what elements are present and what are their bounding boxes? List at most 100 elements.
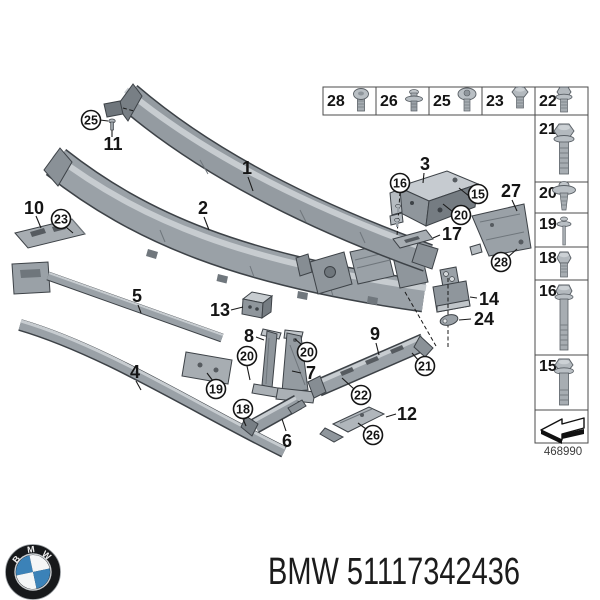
part-12-plate [319, 406, 386, 443]
part-27-gusset [469, 203, 532, 257]
pan-head-screw-icon [353, 88, 369, 112]
callout-11: 11 [103, 130, 123, 154]
direction-of-travel-arrow-icon [540, 417, 585, 444]
fastener-cell-26 [375, 86, 430, 116]
part-10-bracket [14, 218, 86, 249]
circle-label-18: 18 [236, 403, 250, 417]
footer: B M W BMW 51117342436 [5, 544, 520, 600]
part-9-rail [307, 333, 434, 399]
callouts: 1 2 3 4 5 6 7 8 [24, 130, 521, 451]
circled-callout-20-near-3: 20 [442, 203, 472, 226]
circle-label-19: 19 [209, 383, 223, 397]
circled-callout-15: 15 [458, 183, 489, 205]
circled-callout-20-near-8: 20 [236, 345, 258, 381]
part-label-24: 24 [474, 309, 494, 329]
callout-7: 7 [291, 363, 316, 383]
circle-label-28: 28 [494, 256, 508, 270]
callout-8: 8 [244, 326, 265, 346]
circled-callout-26: 26 [357, 422, 384, 446]
callout-27: 27 [501, 181, 521, 212]
part-label-9: 9 [370, 324, 380, 344]
callout-5: 5 [132, 286, 142, 314]
hex-flange-bolt-15-icon [554, 358, 574, 406]
hex-bolt-icon [556, 251, 572, 278]
expanding-rivet-icon [405, 89, 423, 112]
callout-24: 24 [458, 309, 494, 329]
hex-flange-bolt-icon [555, 86, 573, 113]
circle-label-16: 16 [393, 177, 407, 191]
washer-screw-icon [457, 87, 477, 112]
part-label-4: 4 [130, 362, 140, 382]
table-label-15: 15 [539, 358, 557, 375]
hex-flange-bolt-large-icon [553, 123, 575, 175]
part-5-rail [11, 261, 233, 385]
part-label-6: 6 [282, 431, 292, 451]
circled-callout-23: 23 [50, 208, 74, 234]
circled-callout-18: 18 [232, 398, 254, 427]
callout-1: 1 [242, 158, 254, 192]
part-2-absorber [43, 147, 427, 313]
part-label-5: 5 [132, 286, 142, 306]
circle-label-23: 23 [54, 213, 68, 227]
bmw-roundel-logo: B M W [5, 544, 61, 600]
circle-label-20b: 20 [240, 350, 254, 364]
callout-13: 13 [210, 300, 244, 320]
part-label-10: 10 [24, 198, 44, 218]
logo-letter-b: B [10, 553, 22, 565]
table-label-19: 19 [539, 216, 557, 233]
callout-6: 6 [281, 418, 292, 451]
part-label-3: 3 [420, 154, 430, 174]
part-17-rail-piece [392, 229, 434, 249]
part-label-8: 8 [244, 326, 254, 346]
callout-3: 3 [420, 154, 430, 184]
part-label-7: 7 [306, 363, 316, 383]
callout-9: 9 [370, 324, 380, 356]
washer-cone-screw-icon [552, 181, 576, 211]
circled-callout-19: 19 [205, 372, 227, 400]
circle-label-20a: 20 [454, 209, 468, 223]
table-label-22: 22 [539, 93, 557, 110]
part-14-wedge-bracket [404, 266, 471, 348]
part-label-12: 12 [397, 404, 417, 424]
table-label-23: 23 [486, 93, 504, 110]
logo-letter-m: M [27, 544, 36, 555]
table-label-16: 16 [539, 283, 557, 300]
parts-illustration [11, 83, 532, 458]
callout-12: 12 [385, 404, 417, 424]
part-label-13: 13 [210, 300, 230, 320]
circled-callout-21: 21 [411, 352, 436, 377]
circle-label-15: 15 [471, 188, 485, 202]
table-label-26: 26 [380, 93, 398, 110]
hex-bolt-short-icon [511, 86, 529, 109]
circle-label-22: 22 [354, 389, 368, 403]
part-label-17: 17 [442, 224, 462, 244]
part-label-14: 14 [479, 289, 499, 309]
callout-17: 17 [432, 224, 462, 244]
circled-callout-16: 16 [389, 172, 411, 194]
table-label-21: 21 [539, 121, 557, 138]
callout-4: 4 [130, 362, 142, 391]
callout-10: 10 [24, 198, 44, 229]
circle-label-21: 21 [418, 360, 432, 374]
part-24-clip [439, 314, 459, 326]
part-label-11: 11 [103, 134, 122, 154]
circled-callout-28: 28 [490, 248, 518, 273]
hex-bolt-long-icon [554, 284, 574, 351]
table-label-25: 25 [433, 93, 451, 110]
part-label-1: 1 [242, 158, 252, 178]
table-label-18: 18 [539, 250, 557, 267]
part-1-reinforcement-beam [116, 83, 439, 272]
thin-long-screw-icon [556, 216, 572, 246]
part-11-plate [103, 100, 135, 131]
part-label-2: 2 [198, 198, 208, 218]
bmw-roundel-quadrants [16, 555, 50, 589]
callout-14: 14 [469, 289, 499, 309]
part-13-box-bracket [241, 291, 274, 319]
drawing-number: 468990 [544, 446, 582, 458]
small-screw-icons [394, 191, 401, 237]
product-title: BMW 51117342436 [268, 551, 520, 593]
circle-label-25: 25 [84, 114, 98, 128]
callout-2: 2 [198, 198, 210, 231]
circled-callout-20-near-7: 20 [294, 338, 318, 363]
